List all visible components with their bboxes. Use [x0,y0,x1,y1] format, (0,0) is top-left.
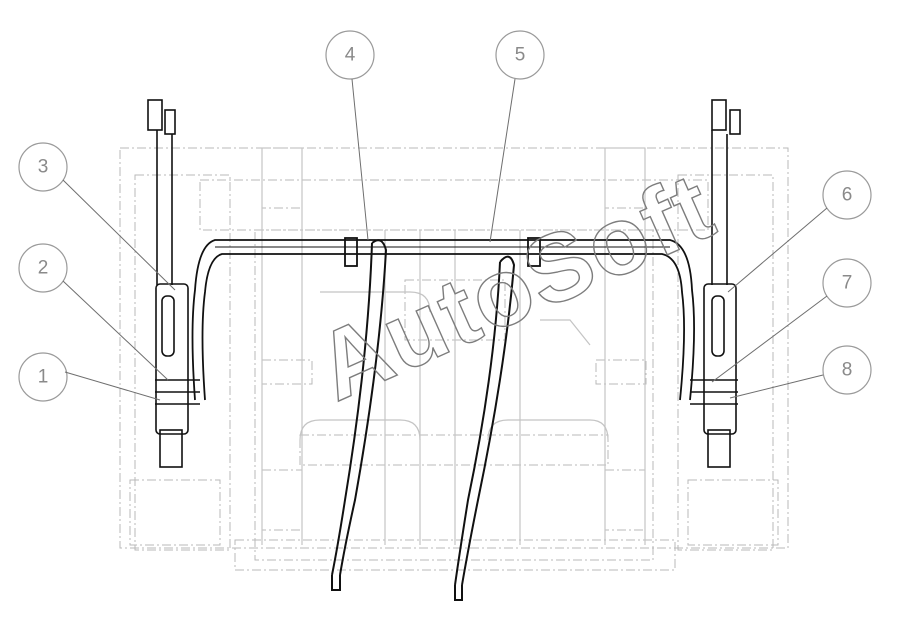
callout-7-label: 7 [842,273,853,294]
watermark-text: AutoSoft [301,152,729,421]
callout-8: 8 [729,345,872,399]
callout-5-label: 5 [515,45,526,66]
top-clamp-bar [191,237,695,401]
callout-5: 5 [489,30,545,243]
frame-hidden-lines [119,147,789,571]
left-cylinder [147,99,200,468]
guide-plates [261,148,646,545]
callout-1: 1 [18,352,161,402]
callout-2-label: 2 [38,258,49,279]
callout-4: 4 [325,30,375,241]
callout-1-label: 1 [38,367,49,388]
callout-6: 6 [727,170,872,293]
callout-2: 2 [18,243,169,381]
callout-4-label: 4 [345,45,356,66]
right-cylinder [690,99,741,468]
tines [331,239,516,601]
callout-3: 3 [18,142,176,291]
callout-3-label: 3 [38,157,49,178]
callout-6-label: 6 [842,185,853,206]
callout-8-label: 8 [842,360,853,381]
callout-7: 7 [711,258,872,383]
